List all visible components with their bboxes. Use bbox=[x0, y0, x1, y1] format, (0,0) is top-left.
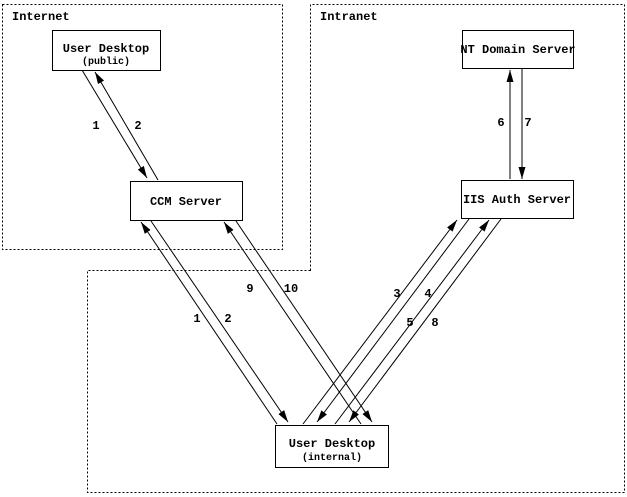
flow-label-5: 5 bbox=[406, 316, 413, 330]
user-desktop-public-box bbox=[52, 30, 161, 71]
iis-auth-server-title: IIS Auth Server bbox=[463, 193, 571, 207]
arrow-9-internal-desktop-to-ccm bbox=[223, 221, 362, 425]
flow-label-3: 3 bbox=[393, 287, 400, 301]
flow-label-9: 9 bbox=[246, 282, 253, 296]
arrow-10-ccm-to-internal-desktop bbox=[235, 220, 373, 423]
user-desktop-internal-title: User Desktop bbox=[289, 437, 375, 451]
flow-label-1-top: 1 bbox=[92, 119, 99, 133]
arrow-4-iis-to-internal-desktop bbox=[316, 218, 470, 423]
intranet-zone-label: Intranet bbox=[320, 10, 378, 24]
arrow-3-internal-desktop-to-iis bbox=[302, 219, 458, 425]
user-desktop-public-subtitle: (public) bbox=[82, 56, 130, 68]
arrow-2-ccm-to-internal-desktop bbox=[150, 220, 289, 423]
user-desktop-public-title: User Desktop bbox=[63, 42, 149, 56]
arrow-5-internal-desktop-to-iis bbox=[334, 219, 490, 425]
arrow-2-ccm-to-public-desktop bbox=[94, 71, 159, 181]
nt-domain-server-box bbox=[462, 30, 574, 69]
flow-label-2-top: 2 bbox=[134, 119, 141, 133]
flow-label-10: 10 bbox=[284, 282, 298, 296]
flow-label-8: 8 bbox=[431, 316, 438, 330]
ccm-server-box bbox=[130, 181, 243, 221]
ccm-server-title: CCM Server bbox=[150, 195, 222, 209]
iis-auth-server-box bbox=[461, 180, 574, 219]
arrow-8-iis-to-internal-desktop bbox=[348, 218, 502, 423]
intranet-zone-border bbox=[87, 4, 625, 493]
arrow-1-internal-desktop-to-ccm bbox=[140, 221, 278, 425]
flow-label-2-bottom: 2 bbox=[224, 312, 231, 326]
flow-label-4: 4 bbox=[424, 287, 431, 301]
arrow-1-public-desktop-to-ccm bbox=[81, 69, 148, 179]
user-desktop-internal-box bbox=[275, 425, 389, 468]
internet-zone-border bbox=[2, 4, 283, 250]
user-desktop-internal-subtitle: (internal) bbox=[302, 452, 362, 464]
flow-label-1-bottom: 1 bbox=[193, 312, 200, 326]
flow-label-7: 7 bbox=[524, 116, 531, 130]
flow-label-6: 6 bbox=[497, 116, 504, 130]
nt-domain-server-title: NT Domain Server bbox=[460, 43, 575, 57]
internet-zone-label: Internet bbox=[12, 10, 70, 24]
